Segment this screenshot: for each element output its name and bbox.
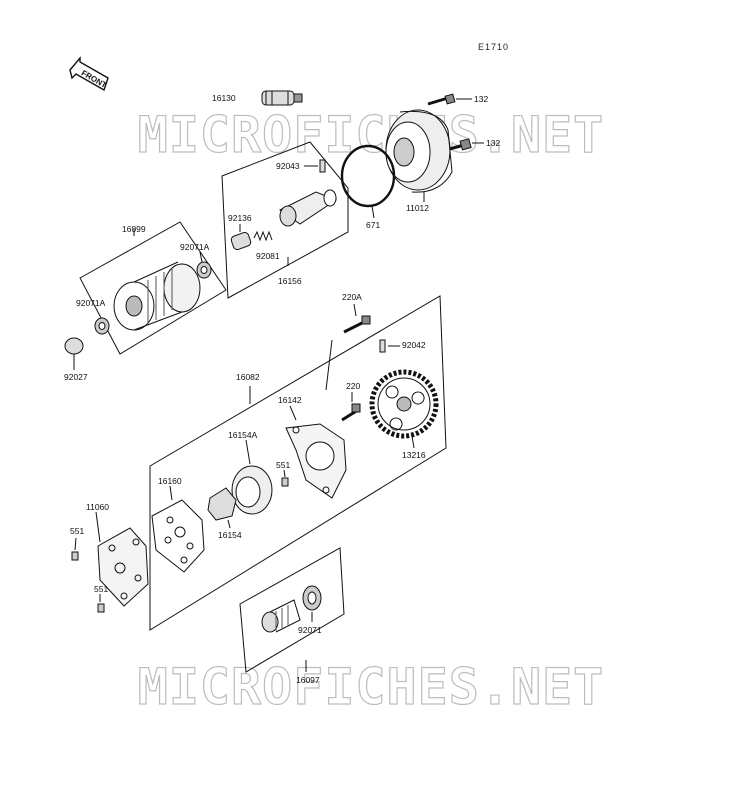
diagram-code: E1710	[478, 42, 510, 52]
frame-16082	[149, 295, 447, 631]
label-92071A-upper: 92071A	[180, 242, 210, 252]
part-92042-pin	[379, 339, 400, 353]
part-92081-spring	[253, 230, 273, 242]
label-132-upper: 132	[474, 94, 489, 104]
part-220A-bolt	[325, 303, 371, 391]
label-16154: 16154	[218, 530, 242, 540]
part-16154A-outer-rotor	[231, 439, 273, 515]
label-16154A: 16154A	[228, 430, 258, 440]
part-16097-strainer	[261, 599, 301, 633]
part-16142-pump-body	[285, 405, 347, 499]
part-16160-gasket	[151, 485, 205, 573]
part-92136-plunger	[230, 224, 252, 251]
part-11060-cover-plate	[95, 511, 149, 607]
label-92027: 92027	[64, 372, 88, 382]
label-13216: 13216	[402, 450, 426, 460]
label-92043: 92043	[276, 161, 300, 171]
part-16130-fitting	[261, 90, 303, 106]
label-16097: 16097	[296, 675, 320, 685]
part-16156-shaft	[279, 189, 338, 227]
label-16130: 16130	[212, 93, 236, 103]
label-16160: 16160	[158, 476, 182, 486]
part-220-bolt	[341, 392, 361, 422]
label-92081: 92081	[256, 251, 280, 261]
label-551-left-upper: 551	[70, 526, 85, 536]
label-16099: 16099	[122, 224, 146, 234]
label-92042: 92042	[402, 340, 426, 350]
part-16099-oil-filter	[113, 261, 201, 331]
label-11012: 11012	[406, 203, 430, 213]
label-551-mid: 551	[276, 460, 291, 470]
part-551-dowel-left-upper	[71, 537, 79, 561]
front-arrow-icon: FRONT	[69, 56, 109, 92]
part-92071A-seal-lower	[94, 317, 110, 335]
label-551-left-lower: 551	[94, 584, 109, 594]
part-92071A-seal-upper	[196, 251, 212, 279]
label-220: 220	[346, 381, 361, 391]
label-92071: 92071	[298, 625, 322, 635]
label-220A: 220A	[342, 292, 362, 302]
label-16156: 16156	[278, 276, 302, 286]
part-132-bolt-lower	[445, 138, 484, 152]
part-551-dowel-mid	[281, 469, 289, 487]
part-92043-pin	[304, 159, 326, 173]
label-92136: 92136	[228, 213, 252, 223]
label-16142: 16142	[278, 395, 302, 405]
part-13216-gear	[369, 369, 439, 449]
part-11012-pump-cover	[385, 109, 453, 202]
part-92071-seal	[302, 585, 322, 622]
label-132-lower: 132	[486, 138, 501, 148]
label-92071A-lower: 92071A	[76, 298, 106, 308]
part-132-bolt-upper	[427, 93, 472, 106]
label-11060: 11060	[86, 502, 110, 512]
part-671-o-ring	[340, 144, 396, 219]
part-551-dowel-left-lower	[97, 594, 105, 613]
label-16082: 16082	[236, 372, 260, 382]
part-16154-inner-rotor	[207, 487, 237, 529]
part-92027-collar	[64, 337, 84, 370]
label-671: 671	[366, 220, 381, 230]
frame-16097	[239, 547, 345, 673]
frame-16156	[221, 141, 349, 299]
